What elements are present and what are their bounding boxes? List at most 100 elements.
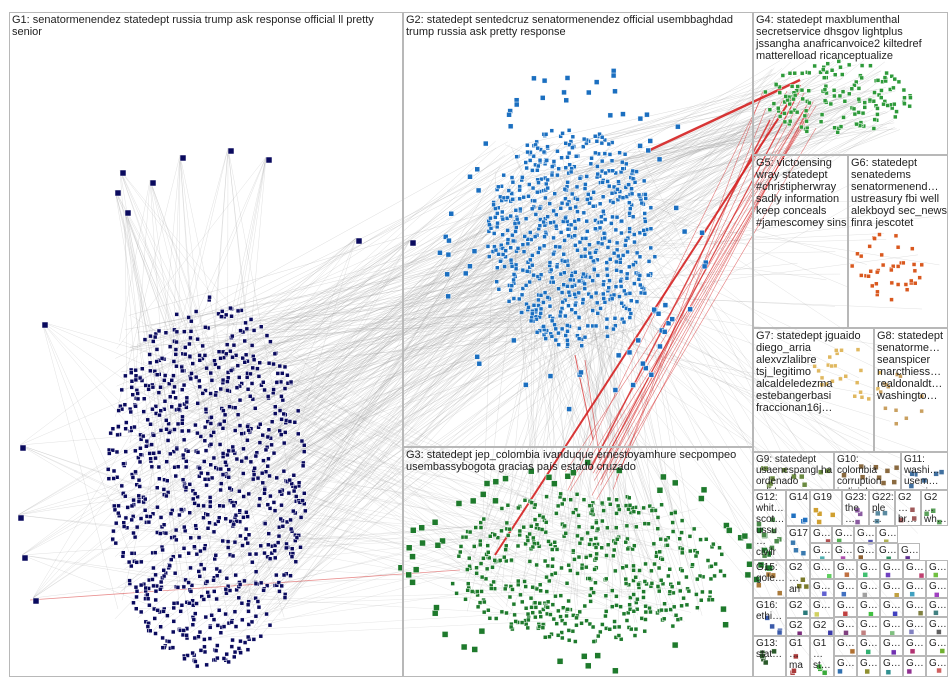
group-panel-gs39: G… (926, 656, 948, 677)
group-panel-gs16: G… (857, 579, 880, 598)
group-panel-gs40: G… (810, 560, 834, 579)
group-panel-gs38: G… (903, 656, 926, 677)
group-panel-gs35: G… (834, 656, 857, 677)
group-label: G… (906, 638, 924, 649)
group-panel-gs42: G… (810, 598, 834, 618)
group-label: G8: statedept senatorme… seanspicer marc… (877, 330, 947, 402)
group-panel-g1b: G1… st… (810, 636, 834, 677)
group-panel-gs14: G… (926, 560, 948, 579)
group-label: G… (906, 600, 924, 611)
group-panel-g2: G2: statedept sentedcruz senatormenendez… (403, 12, 753, 447)
group-label: G… (837, 562, 855, 573)
group-label: G… (837, 581, 855, 592)
group-panel-gs27: G… (880, 617, 903, 636)
group-label: G… (813, 600, 831, 611)
group-label: G17 (789, 528, 808, 539)
group-label: G… (879, 528, 897, 539)
group-label: G7: statedept jguaido diego_arria alexvz… (756, 330, 873, 414)
group-panel-g11: G11: washi… usem… espoir… (901, 452, 948, 490)
group-panel-gs29: G… (926, 617, 948, 636)
group-label: G… (929, 658, 947, 669)
group-label: G… (906, 619, 924, 630)
group-label: G22: ple… (872, 492, 894, 525)
group-panel-gs33: G… (903, 636, 926, 656)
group-panel-g6: G6: statedept senatedems senatormenend… … (848, 155, 948, 328)
group-panel-g5: G5: victoensing wray statedept #christip… (753, 155, 848, 328)
group-label: G… (860, 619, 878, 630)
group-panel-gs21: G… (857, 598, 880, 617)
group-label: G… (860, 562, 878, 573)
group-label: G1: senatormenendez statedept russia tru… (12, 14, 402, 38)
group-label: G… (835, 545, 853, 556)
group-panel-gs30: G… (834, 636, 857, 656)
group-label: G… (857, 528, 875, 539)
group-panel-gs28: G… (903, 617, 926, 636)
group-panel-g2c: G2… caf… (786, 618, 810, 636)
group-label: G19 (813, 492, 832, 503)
group-label: G10: colombia corruption judicial… (837, 454, 900, 490)
group-panel-g13: G13: stat… (753, 636, 786, 677)
group-panel-gs26: G… (857, 617, 880, 636)
group-label: G2… br… (898, 492, 920, 525)
group-label: G… (883, 581, 901, 592)
group-panel-gs20: G… (834, 598, 857, 617)
group-label: G2: statedept sentedcruz senatormenendez… (406, 14, 752, 38)
group-panel-gs34: G… (926, 636, 948, 656)
group-panel-g8: G8: statedept senatorme… seanspicer marc… (874, 328, 948, 452)
group-panel-gs41: G… (810, 579, 834, 598)
group-panel-g2x: G2… br… (895, 490, 921, 526)
group-label: G… (883, 562, 901, 573)
group-panel-gs12: G… (880, 560, 903, 579)
group-label: G… (837, 658, 855, 669)
group-panel-g22: G22: ple… (869, 490, 895, 526)
group-label: G… (883, 600, 901, 611)
group-panel-gs31: G… (857, 636, 880, 656)
group-label: G… (929, 600, 947, 611)
group-panel-g2a: G2… an… (786, 560, 810, 598)
group-label: G1… ma… (789, 638, 809, 677)
group-panel-g9: G9: statedept usaenespangl ha ordenado s… (753, 452, 834, 490)
group-panel-g14: G14 (786, 490, 810, 526)
group-label: G… (835, 528, 853, 539)
group-label: G16: ethi… (756, 600, 785, 622)
group-panel-gs22: G… (880, 598, 903, 617)
group-panel-g4: G4: statedept maxblumenthal secretservic… (753, 12, 948, 155)
group-label: G11: washi… usem… espoir… (904, 454, 947, 490)
group-panel-gs18: G… (903, 579, 926, 598)
group-panel-gs5: G… (810, 543, 832, 560)
group-panel-g17: G17 (786, 526, 810, 560)
group-panel-gs36: G… (857, 656, 880, 677)
group-panel-gs1: G… (810, 526, 832, 543)
group-label: G… (906, 658, 924, 669)
group-panel-g1a: G1… ma… (786, 636, 810, 677)
group-panel-gs15: G… (834, 579, 857, 598)
group-label: G… (929, 562, 947, 573)
group-label: G… (883, 638, 901, 649)
group-panel-gs10: G… (834, 560, 857, 579)
group-label: G… (860, 600, 878, 611)
group-label: G… (860, 581, 878, 592)
group-label: G6: statedept senatedems senatormenend… … (851, 157, 947, 229)
group-panel-g10: G10: colombia corruption judicial… (834, 452, 901, 490)
group-label: G… (837, 638, 855, 649)
group-label: G… (906, 562, 924, 573)
group-panel-gs24: G… (926, 598, 948, 617)
group-label: G14 (789, 492, 808, 503)
group-panel-gs32: G… (880, 636, 903, 656)
group-panel-gs4: G… (876, 526, 898, 543)
group-panel-gs8: G… (876, 543, 898, 560)
group-panel-gs37: G… (880, 656, 903, 677)
group-panel-g2b: G2… se… (786, 598, 810, 618)
group-label: G… (883, 658, 901, 669)
group-label: G3: statedept jep_colombia ivanduque ern… (406, 449, 752, 473)
group-label: G… (813, 581, 831, 592)
group-label: G9: statedept usaenespangl ha ordenado s… (756, 454, 833, 490)
group-label: G1… st… (813, 638, 833, 671)
group-label: G… (860, 658, 878, 669)
group-panel-gs13: G… (903, 560, 926, 579)
group-label: G… (813, 528, 831, 539)
group-label: G… (929, 638, 947, 649)
group-label: G… (929, 619, 947, 630)
group-panel-gs11: G… (857, 560, 880, 579)
group-panel-g2y: G2… wh… (921, 490, 948, 526)
